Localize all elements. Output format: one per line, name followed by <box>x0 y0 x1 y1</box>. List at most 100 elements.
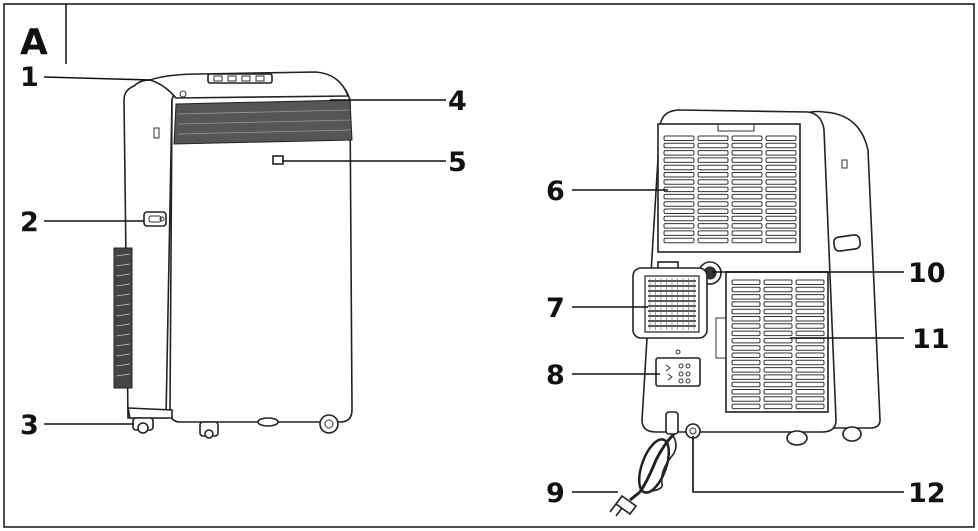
grille-slot <box>765 215 797 222</box>
upper-grille-slots <box>663 135 797 244</box>
grille-slot <box>763 337 793 344</box>
grille-slot <box>765 150 797 156</box>
grille-slot <box>731 223 763 229</box>
grille-slot <box>765 230 797 236</box>
grille-slot <box>731 172 763 178</box>
callout-5: 5 <box>448 147 467 178</box>
grille-slot <box>731 389 761 395</box>
callout-8: 8 <box>546 360 565 391</box>
leader-12 <box>692 436 904 493</box>
grille-slot <box>663 208 695 214</box>
grille-slot <box>795 316 825 322</box>
grille-slot <box>731 359 761 366</box>
side-handle <box>143 211 167 227</box>
grille-slot <box>697 230 729 236</box>
grille-slot <box>763 286 793 293</box>
grille-slot <box>795 396 825 402</box>
grille-slot <box>731 215 763 222</box>
grille-slot <box>731 330 761 337</box>
callout-4: 4 <box>448 86 467 117</box>
figure-frame <box>3 3 975 528</box>
grille-slot <box>795 308 825 315</box>
callout-11: 11 <box>912 324 950 355</box>
grille-slot <box>795 294 825 300</box>
grille-slot <box>731 396 761 402</box>
grille-slot <box>731 323 761 329</box>
grille-slot <box>731 208 763 214</box>
grille-slot <box>697 157 729 163</box>
filter-mesh <box>648 278 696 330</box>
grille-slot <box>697 142 729 149</box>
grille-slot <box>663 157 695 163</box>
callout-3: 3 <box>20 410 39 441</box>
grille-slot <box>763 396 793 402</box>
grille-slot <box>795 352 825 358</box>
front-casters <box>132 414 339 439</box>
grille-slot <box>765 223 797 229</box>
panel-letter: A <box>20 22 48 63</box>
front-side-panel <box>123 79 180 419</box>
grille-slot <box>763 381 793 388</box>
grille-slot <box>763 323 793 329</box>
grille-slot <box>697 179 729 185</box>
control-panel <box>207 73 273 84</box>
grille-slot <box>763 403 793 410</box>
grille-slot <box>765 142 797 149</box>
grille-slot <box>731 301 761 307</box>
callout-numbers: 1 2 3 4 5 6 7 8 9 10 11 12 <box>20 62 950 509</box>
leader-1 <box>43 76 151 81</box>
grille-slot <box>765 157 797 163</box>
grille-slot <box>731 201 763 207</box>
grille-slot <box>763 352 793 358</box>
grille-slot <box>731 150 763 156</box>
remote-receiver <box>272 155 284 165</box>
back-casters <box>786 426 862 446</box>
grille-slot <box>795 337 825 344</box>
callout-9: 9 <box>546 478 565 509</box>
grille-slot <box>765 237 797 244</box>
grille-slot <box>763 389 793 395</box>
grille-slot <box>765 186 797 193</box>
grille-slot <box>697 237 729 244</box>
grille-slot <box>731 381 761 388</box>
grille-slot <box>763 316 793 322</box>
grille-slot <box>731 135 763 141</box>
grille-slot <box>731 164 763 171</box>
grille-slot <box>663 164 695 171</box>
grille-slot <box>697 208 729 214</box>
grille-slot <box>731 186 763 193</box>
grille-slot <box>795 367 825 373</box>
power-cord <box>609 411 679 517</box>
grille-slot <box>765 179 797 185</box>
grille-slot <box>765 164 797 171</box>
grille-slot <box>763 367 793 373</box>
grille-slot <box>663 215 695 222</box>
grille-slot <box>663 150 695 156</box>
grille-slot <box>731 374 761 380</box>
grille-slot <box>763 308 793 315</box>
grille-slot <box>763 301 793 307</box>
grille-slot <box>731 179 763 185</box>
grille-slot <box>663 201 695 207</box>
back-side-handle <box>832 234 862 252</box>
grille-slot <box>795 374 825 380</box>
grille-slot <box>765 193 797 200</box>
grille-slot <box>731 279 761 285</box>
grille-slot <box>697 150 729 156</box>
grille-slot <box>731 157 763 163</box>
grille-slot <box>697 215 729 222</box>
front-unit <box>113 71 353 439</box>
grille-slot <box>731 345 761 351</box>
grille-slot <box>697 223 729 229</box>
grille-slot <box>765 201 797 207</box>
leader-lines <box>43 76 904 493</box>
side-air-intake <box>113 247 133 389</box>
grille-slot <box>663 193 695 200</box>
grille-slot <box>795 403 825 410</box>
grille-slot <box>795 323 825 329</box>
callout-10: 10 <box>908 258 946 289</box>
grille-slot <box>663 172 695 178</box>
grille-slot <box>763 359 793 366</box>
grille-slot <box>795 301 825 307</box>
